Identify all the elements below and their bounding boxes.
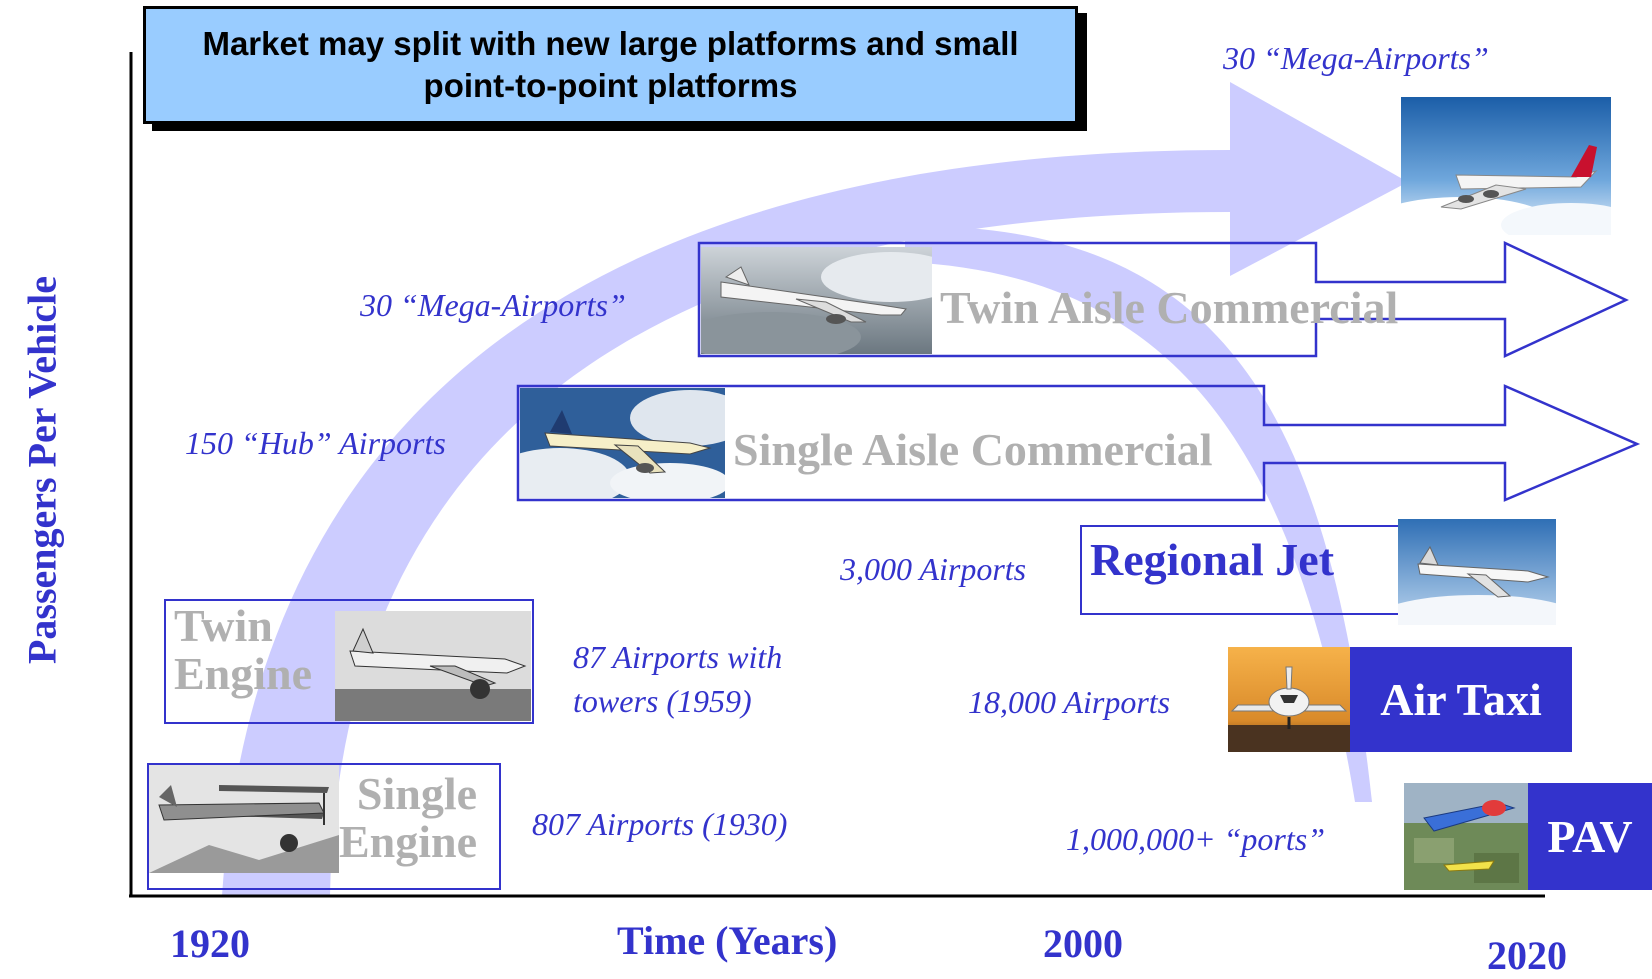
twin-engine-airports: 87 Airports with towers (1959): [573, 635, 782, 723]
x-axis-label: Time (Years): [617, 918, 838, 963]
twin-aisle-airports: 30 “Mega-Airports”: [360, 287, 626, 323]
title-text: Market may split with new large platform…: [202, 25, 1019, 104]
x-tick-2000: 2000: [1043, 921, 1123, 966]
pav-airports: 1,000,000+ “ports”: [1066, 821, 1325, 857]
single-aisle-jet-photo: [520, 388, 725, 498]
pav-label: PAV: [1547, 811, 1633, 862]
twin-aisle-arrow-outline: [697, 241, 1629, 358]
single-engine-label-line2: Engine: [339, 816, 478, 867]
single-engine-label-line1: Single: [356, 768, 478, 819]
twin-engine-label: Twin Engine: [174, 602, 312, 698]
twin-aisle-jet-photo: [701, 247, 932, 354]
twin-engine-airports-line1: 87 Airports with: [573, 639, 783, 675]
twin-engine-airliner-photo: [335, 611, 531, 721]
biplane-photo: [149, 765, 339, 873]
jumbo-jet-photo: [1401, 97, 1611, 235]
regional-jet-photo: [1398, 519, 1556, 625]
single-aisle-label: Single Aisle Commercial: [733, 424, 1213, 475]
regional-jet-airports: 3,000 Airports: [840, 551, 1027, 587]
air-taxi-label: Air Taxi: [1380, 674, 1542, 725]
twin-aisle-label: Twin Aisle Commercial: [940, 282, 1399, 333]
title-box: Market may split with new large platform…: [143, 6, 1078, 124]
twin-engine-label-line2: Engine: [174, 648, 313, 699]
x-tick-2020: 2020: [1487, 933, 1567, 978]
pav-box: PAV: [1528, 783, 1652, 890]
regional-jet-label: Regional Jet: [1090, 534, 1335, 585]
twin-engine-box: [164, 599, 534, 724]
personal-air-vehicle-photo: [1404, 783, 1528, 890]
twin-engine-airports-line2: towers (1959): [573, 683, 752, 719]
twin-engine-label-line1: Twin: [174, 600, 273, 651]
air-taxi-airports: 18,000 Airports: [968, 684, 1171, 720]
single-engine-box: [147, 763, 501, 890]
single-aisle-arrow-outline: [516, 384, 1641, 502]
mega-airports: 30 “Mega-Airports”: [1223, 40, 1489, 76]
single-engine-airports: 807 Airports (1930): [532, 806, 788, 842]
single-engine-label: Single Engine: [339, 770, 477, 866]
business-jet-photo: [1228, 647, 1350, 752]
single-aisle-airports: 150 “Hub” Airports: [185, 425, 446, 461]
air-taxi-box: Air Taxi: [1350, 647, 1572, 752]
x-tick-1920: 1920: [170, 921, 250, 966]
